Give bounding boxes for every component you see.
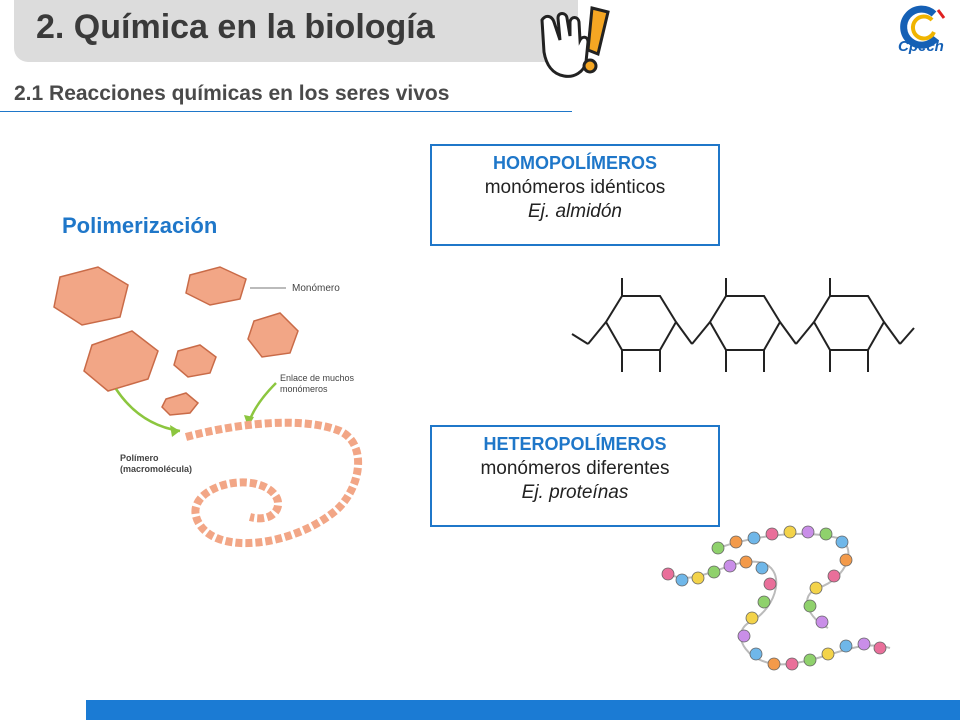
homopolymers-example: Ej. almidón: [528, 201, 622, 222]
label-polymer-line1: Polímero: [120, 453, 159, 463]
cpech-logo-icon: [900, 5, 946, 49]
starch-structure-diagram: [571, 278, 915, 372]
label-bond-line1: Enlace de muchos: [280, 373, 355, 383]
heteropolymers-line: monómeros diferentes: [480, 458, 670, 479]
logo-text: Cpech: [898, 38, 944, 55]
section-title: Polimerización: [62, 213, 218, 238]
title-bar: [14, 0, 578, 62]
slide-title: 2. Química en la biología: [36, 8, 435, 46]
heteropolymers-heading: HETEROPOLÍMEROS: [483, 434, 667, 454]
heteropolymers-box: HETEROPOLÍMEROS monómeros diferentes Ej.…: [430, 425, 720, 527]
homopolymers-box: HOMOPOLÍMEROS monómeros idénticos Ej. al…: [430, 144, 720, 246]
label-bond-line2: monómeros: [280, 384, 328, 394]
protein-chain-diagram: [661, 525, 891, 671]
subtitle-underline: [0, 111, 572, 112]
polymerization-illustration: Monómero Enlace de muchos monómeros Polí…: [53, 266, 362, 548]
label-polymer-line2: (macromolécula): [120, 464, 192, 474]
label-monomer: Monómero: [292, 283, 340, 294]
homopolymers-line: monómeros idénticos: [484, 177, 666, 198]
slide-subtitle: 2.1 Reacciones químicas en los seres viv…: [14, 82, 450, 105]
bottom-bar: [86, 700, 960, 720]
homopolymers-heading: HOMOPOLÍMEROS: [492, 153, 657, 173]
heteropolymers-example: Ej. proteínas: [521, 482, 629, 503]
pointing-hand-alert-icon: [540, 6, 610, 78]
monomer-hexagons: [53, 266, 299, 416]
